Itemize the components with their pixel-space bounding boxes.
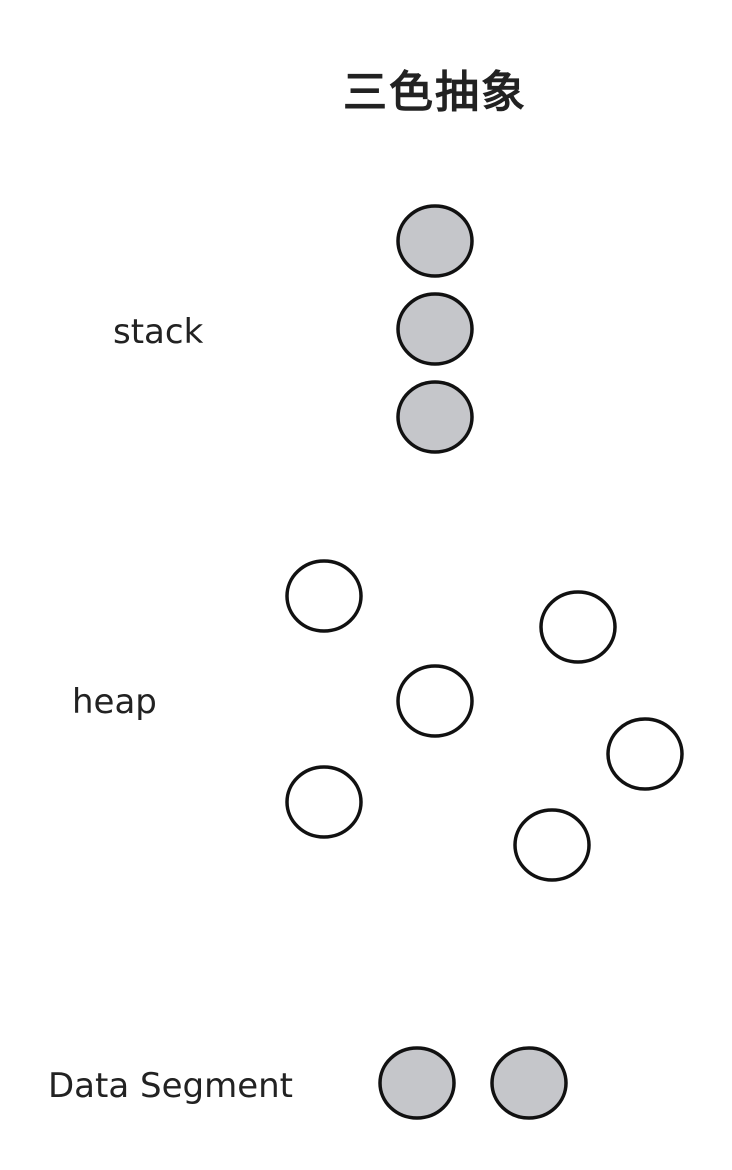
heap-object: [396, 664, 474, 738]
heap-object: [285, 765, 363, 839]
data-segment-object: [378, 1046, 456, 1120]
stack-objects: [396, 204, 474, 454]
data-segment-objects: [378, 1046, 568, 1120]
stack-object: [396, 204, 474, 278]
heap-object: [513, 808, 591, 882]
heap-objects: [285, 559, 684, 882]
heap-object: [606, 717, 684, 791]
diagram-title: 三色抽象: [343, 67, 527, 118]
data-segment-label: Data Segment: [48, 1066, 293, 1106]
data-segment-object: [490, 1046, 568, 1120]
heap-label: heap: [72, 682, 157, 722]
heap-object: [539, 590, 617, 664]
heap-object: [285, 559, 363, 633]
stack-object: [396, 380, 474, 454]
stack-label: stack: [113, 312, 204, 352]
stack-object: [396, 292, 474, 366]
